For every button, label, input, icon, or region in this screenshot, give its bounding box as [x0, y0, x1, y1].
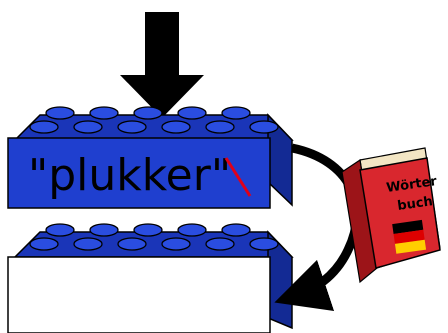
book-title-line2: buch	[396, 194, 433, 214]
lego-block-bottom	[7, 223, 294, 333]
block-studs-bottom	[29, 223, 279, 251]
curved-arrow-icon	[274, 143, 362, 312]
strike-mark	[224, 157, 252, 197]
block-word: "plukker"	[28, 150, 231, 201]
down-arrow-icon	[120, 12, 204, 118]
dictionary-book: Wörter buch	[341, 147, 441, 284]
book-title-line1: Wörter	[385, 174, 438, 196]
lego-block-top: "plukker"	[7, 106, 294, 209]
block-studs-top	[29, 106, 279, 134]
german-flag-icon	[392, 219, 427, 254]
